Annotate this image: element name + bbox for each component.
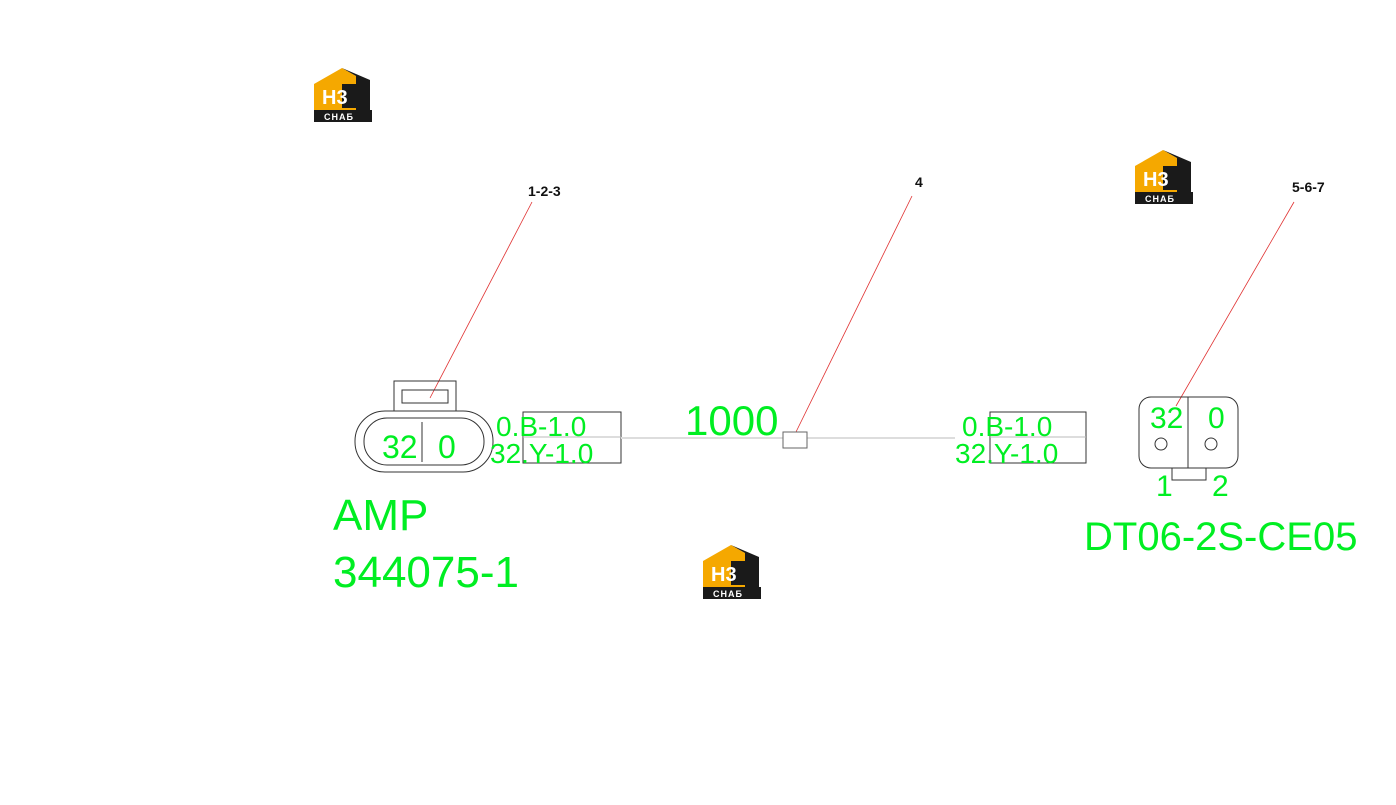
right-position-1: 1 bbox=[1156, 470, 1173, 503]
logo-main-text: H3 bbox=[711, 564, 737, 586]
logo-main-text: H3 bbox=[322, 87, 348, 109]
right-wire-2-label: 32.Y-1.0 bbox=[955, 438, 1058, 469]
harness-length-label: 1000 bbox=[685, 397, 778, 444]
callout-label-left: 1-2-3 bbox=[528, 183, 561, 199]
left-pin-a: 32 bbox=[382, 429, 418, 465]
left-pin-b: 0 bbox=[438, 429, 456, 465]
right-connector: 32 0 bbox=[1138, 396, 1239, 481]
logo-top-right: H3 СНАБ bbox=[1135, 150, 1193, 204]
logo-top-left: H3 СНАБ bbox=[314, 68, 372, 122]
leader-line-middle bbox=[794, 195, 913, 435]
callout-label-middle: 4 bbox=[915, 174, 923, 190]
right-connector-name: DT06-2S-CE05 bbox=[1084, 515, 1357, 559]
leader-line-right bbox=[1175, 201, 1295, 407]
right-pin-a: 32 bbox=[1150, 402, 1183, 435]
right-pin-b: 0 bbox=[1208, 402, 1225, 435]
left-connector: 32 0 bbox=[354, 380, 494, 473]
logo-bottom-center: H3 СНАБ bbox=[703, 545, 761, 599]
leader-line-left bbox=[429, 201, 533, 399]
logo-main-text: H3 bbox=[1143, 169, 1169, 191]
left-connector-name-line2: 344075-1 bbox=[333, 548, 519, 597]
logo-sub-text: СНАБ bbox=[713, 589, 743, 599]
logo-sub-text: СНАБ bbox=[324, 112, 354, 122]
right-wire-1-label: 0.B-1.0 bbox=[962, 411, 1052, 442]
right-wire-label-box bbox=[989, 411, 1087, 464]
callout-label-right: 5-6-7 bbox=[1292, 179, 1325, 195]
harness-sleeve-marker bbox=[782, 431, 808, 449]
logo-sub-text: СНАБ bbox=[1145, 194, 1175, 204]
left-wire-2-label: 32.Y-1.0 bbox=[490, 438, 593, 469]
left-connector-name-line1: AMP bbox=[333, 491, 428, 540]
right-position-2: 2 bbox=[1212, 470, 1229, 503]
left-wire-1-label: 0.B-1.0 bbox=[496, 411, 586, 442]
